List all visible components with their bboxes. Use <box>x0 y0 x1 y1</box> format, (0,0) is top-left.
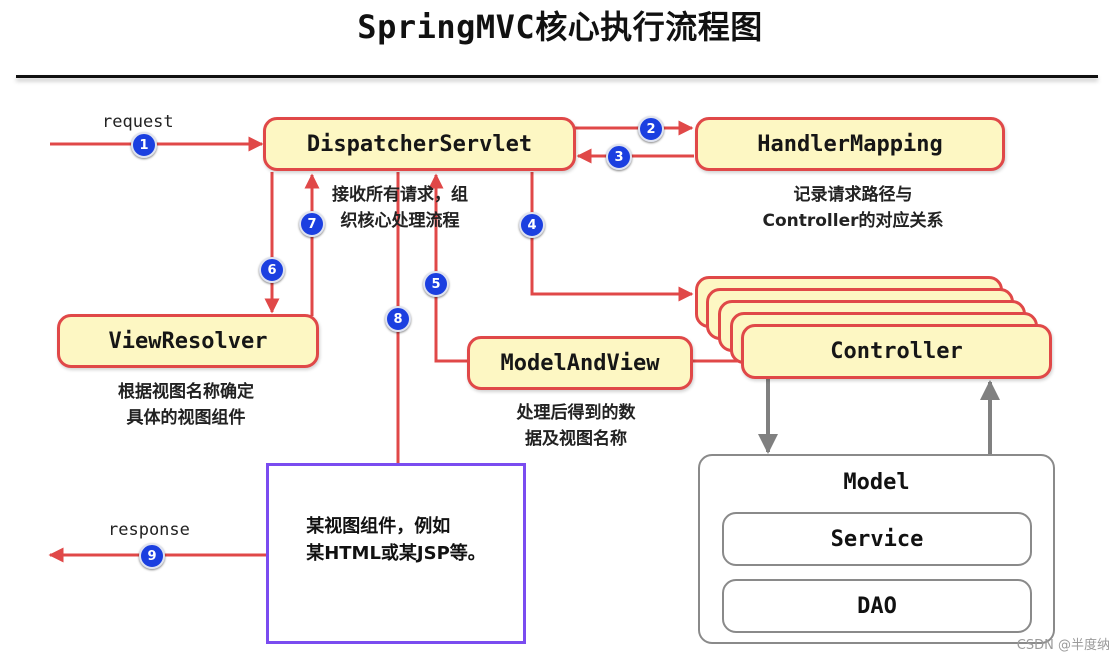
arrow-step-5 <box>428 173 468 363</box>
dispatcher-servlet-box: DispatcherServlet <box>263 117 576 171</box>
title-divider <box>16 75 1098 78</box>
note-line: 根据视图名称确定 <box>118 382 254 402</box>
step-badge-9: 9 <box>139 543 165 569</box>
step-badge-8: 8 <box>385 306 411 332</box>
view-component-box: 某视图组件，例如 某HTML或某JSP等。 <box>266 463 526 644</box>
response-label: response <box>108 520 190 540</box>
step-badge-5: 5 <box>423 271 449 297</box>
step-badge-1: 1 <box>131 132 157 158</box>
step-badge-2: 2 <box>638 116 664 142</box>
diagram-title: SpringMVC核心执行流程图 <box>357 8 763 46</box>
watermark: CSDN @半度纳 <box>1016 638 1110 653</box>
note-line: 记录请求路径与 <box>793 185 913 205</box>
dispatcher-note: 接收所有请求，组 织核心处理流程 <box>300 182 500 234</box>
step-badge-7: 7 <box>299 211 325 237</box>
view-component-note: 某视图组件，例如 某HTML或某JSP等。 <box>306 513 486 567</box>
model-box: Model Service DAO <box>698 454 1055 644</box>
model-and-view-box: ModelAndView <box>467 336 693 390</box>
controller-box: Controller <box>741 324 1052 379</box>
note-line: 织核心处理流程 <box>340 211 460 231</box>
note-line: 处理后得到的数 <box>516 403 636 423</box>
step-badge-3: 3 <box>606 144 632 170</box>
note-line: 某视图组件，例如 <box>306 515 451 537</box>
handler-mapping-box: HandlerMapping <box>695 117 1005 171</box>
note-line: 接收所有请求，组 <box>332 185 468 205</box>
note-line: 据及视图名称 <box>525 429 627 449</box>
handler-mapping-note: 记录请求路径与 Controller的对应关系 <box>718 182 988 234</box>
note-line: 某HTML或某JSP等。 <box>306 542 486 564</box>
model-title: Model <box>843 470 910 495</box>
dao-box: DAO <box>722 579 1032 633</box>
model-and-view-note: 处理后得到的数 据及视图名称 <box>476 400 676 452</box>
request-label: request <box>102 112 174 132</box>
step-badge-4: 4 <box>519 212 545 238</box>
service-box: Service <box>722 512 1032 566</box>
note-line: Controller的对应关系 <box>762 211 944 231</box>
note-line: 具体的视图组件 <box>126 408 246 428</box>
view-resolver-note: 根据视图名称确定 具体的视图组件 <box>68 379 304 431</box>
view-resolver-box: ViewResolver <box>57 314 319 368</box>
step-badge-6: 6 <box>259 257 285 283</box>
arrow-step-4 <box>530 172 694 302</box>
